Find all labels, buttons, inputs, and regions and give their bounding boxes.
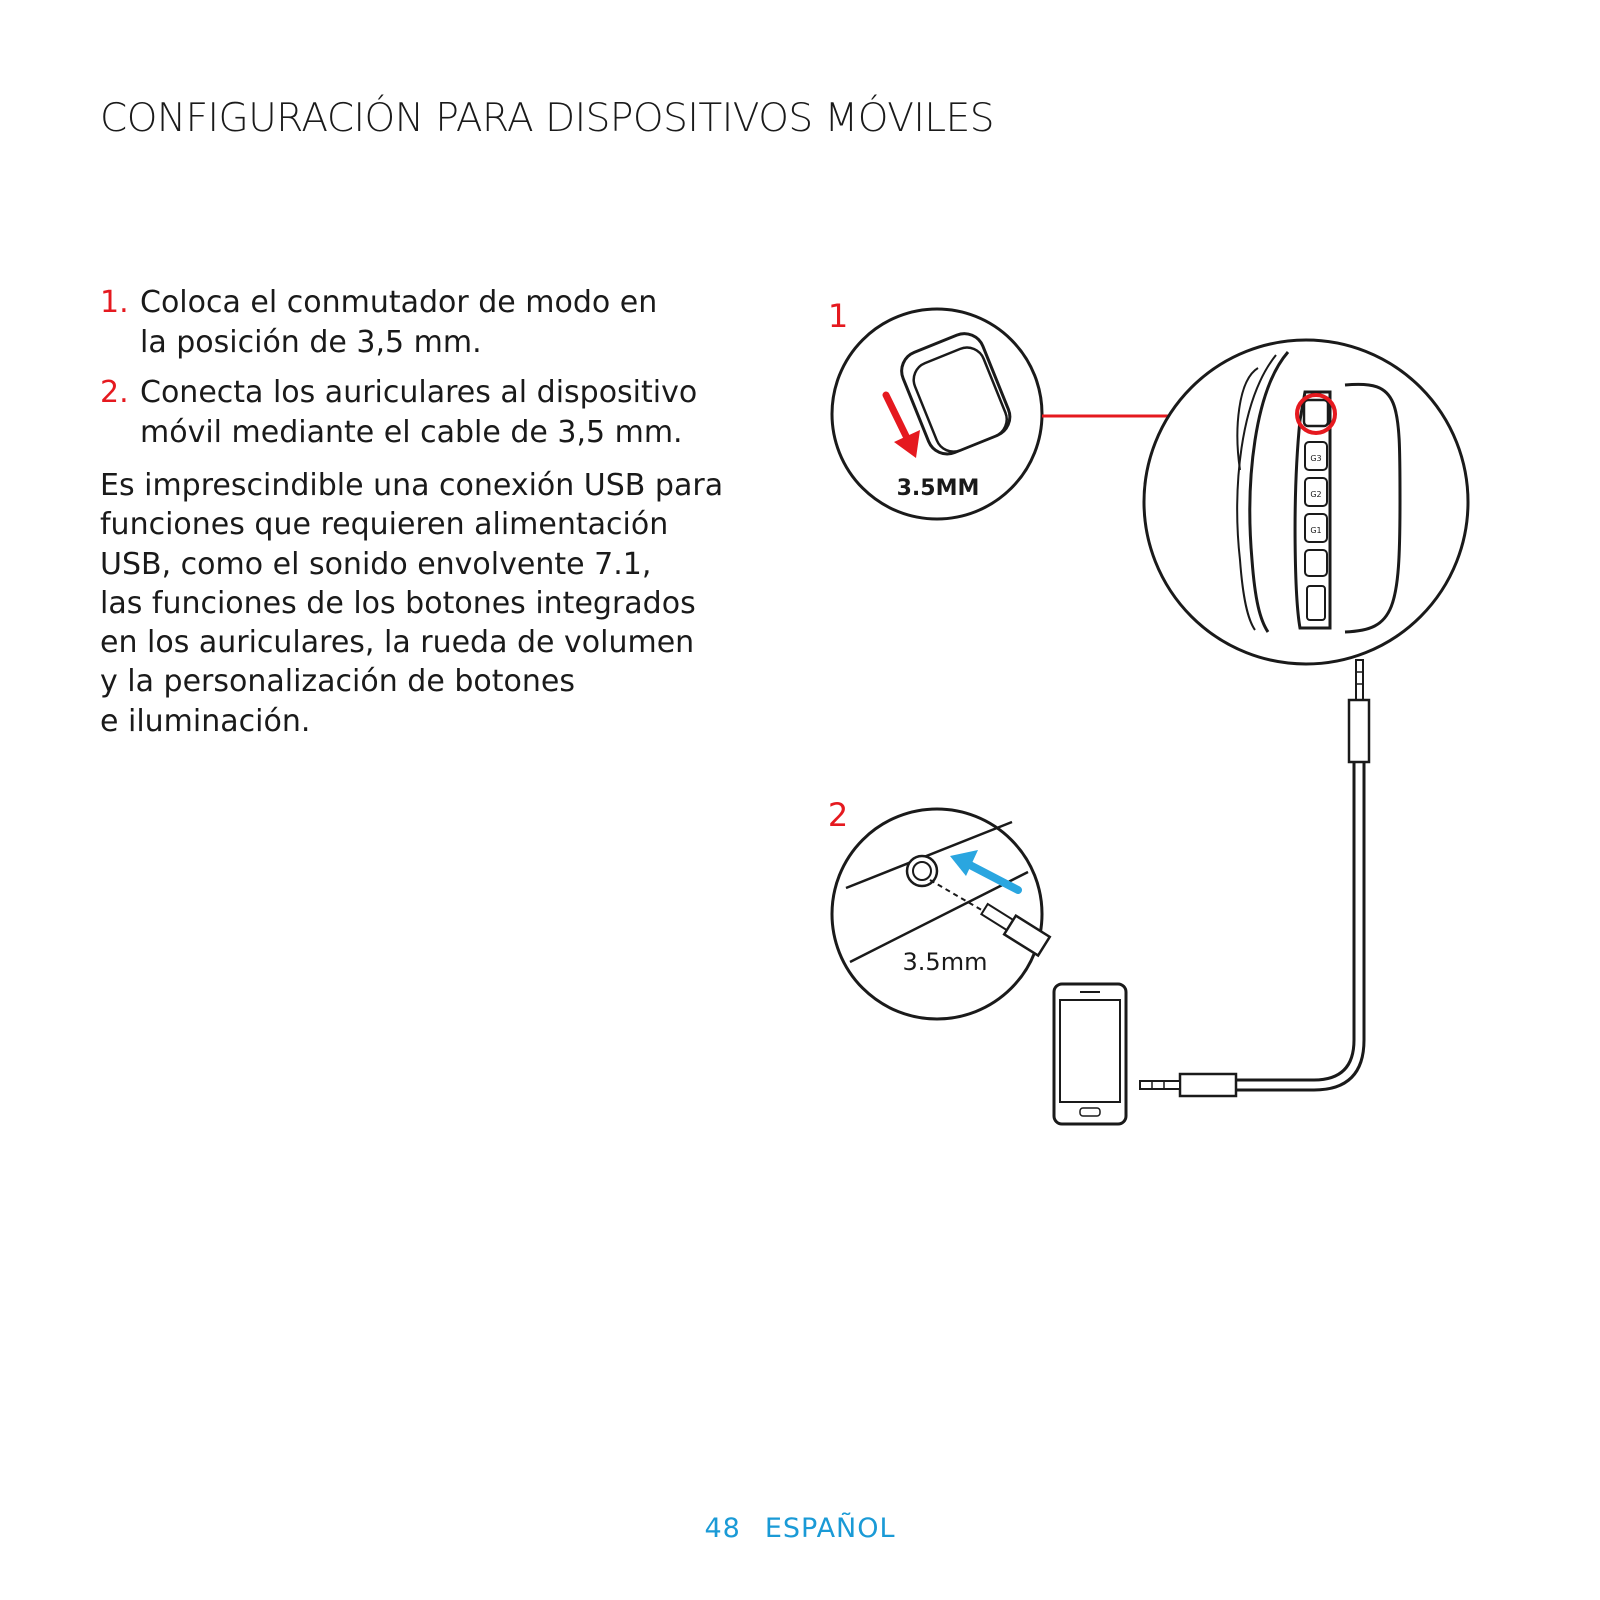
- jack-plug-icon: [980, 902, 1052, 958]
- note-line: Es imprescindible una conexión USB para: [100, 468, 724, 503]
- note-line: e iluminación.: [100, 703, 311, 739]
- jack-size-label: 3.5mm: [903, 948, 988, 976]
- mode-switch-icon: [900, 332, 1012, 456]
- step-text-line: la posición de 3,5 mm.: [140, 325, 482, 360]
- note-line: y la personalización de botones: [100, 664, 575, 700]
- g3-label: G3: [1310, 454, 1321, 463]
- earcup-cushion: [1344, 382, 1402, 634]
- step-text-line: móvil mediante el cable de 3,5 mm.: [140, 415, 683, 450]
- highlight-ring: [1295, 393, 1337, 435]
- step-number: 1.: [100, 285, 129, 320]
- arrow-insert-icon: [950, 850, 1022, 894]
- mode-switch-button: [1302, 398, 1330, 428]
- g1-label: G1: [1310, 526, 1321, 535]
- step-item: 1. Coloca el conmutador de modo en la po…: [100, 283, 760, 363]
- step-text-line: Coloca el conmutador de modo en: [140, 285, 658, 320]
- g2-button: [1304, 477, 1328, 507]
- step-text-line: Conecta los auriculares al dispositivo: [140, 375, 698, 410]
- usb-note: Es imprescindible una conexión USB para …: [100, 466, 780, 741]
- page-number: 48: [704, 1513, 741, 1544]
- g2-label: G2: [1310, 490, 1321, 499]
- g1-button: [1304, 513, 1328, 543]
- jack-detail: 3.5mm: [830, 807, 1052, 1021]
- steps-list: 1. Coloca el conmutador de modo en la po…: [100, 283, 760, 463]
- volume-wheel: [1306, 585, 1326, 621]
- footer-language: ESPAÑOL: [764, 1513, 896, 1544]
- step-item: 2. Conecta los auriculares al dispositiv…: [100, 373, 760, 453]
- page-footer: 48 ESPAÑOL: [0, 1513, 1600, 1544]
- note-line: en los auriculares, la rueda de volumen: [100, 625, 695, 661]
- headset-detail: G3 G2 G1: [1142, 338, 1470, 666]
- arrow-down-icon: [882, 391, 920, 458]
- step2-label: 2: [828, 796, 848, 834]
- note-line: las funciones de los botones integrados: [100, 585, 696, 621]
- g3-button: [1304, 441, 1328, 471]
- note-line: funciones que requieren alimentación: [100, 507, 669, 543]
- step1-label: 1: [828, 297, 848, 335]
- smartphone-icon: [1052, 982, 1128, 1126]
- note-line: USB, como el sonido envolvente 7.1,: [100, 546, 652, 582]
- jack-detail-circle: [830, 807, 1044, 1021]
- mode-switch-detail: 3.5MM: [830, 307, 1044, 521]
- mic-mute-button: [1304, 549, 1328, 577]
- step-number: 2.: [100, 375, 129, 410]
- page-title: CONFIGURACIÓN PARA DISPOSITIVOS MÓVILES: [100, 96, 995, 141]
- audio-cable: [1139, 659, 1371, 1098]
- switch-position-label: 3.5MM: [897, 476, 980, 501]
